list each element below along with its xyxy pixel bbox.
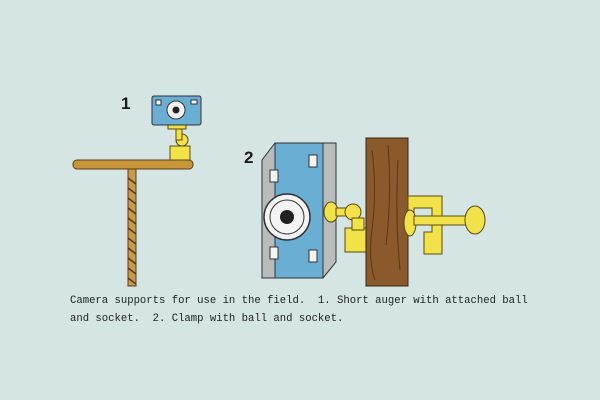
auger-shaft [127, 167, 137, 287]
camera-large [261, 142, 337, 279]
ball-socket-1 [167, 123, 191, 161]
caption-line-1: Camera supports for use in the field. 1.… [70, 295, 528, 307]
auger-support-figure [72, 95, 202, 287]
wooden-post [365, 137, 409, 287]
ball-socket-2 [323, 201, 368, 253]
caption: Camera supports for use in the field. 1.… [70, 292, 528, 328]
figure-label-1: 1 [121, 94, 130, 113]
plank [72, 159, 194, 170]
figure-label-2: 2 [244, 148, 253, 167]
camera-small [151, 95, 202, 126]
c-clamp [403, 195, 486, 255]
caption-line-2: and socket. 2. Clamp with ball and socke… [70, 313, 344, 325]
clamp-support-figure [261, 137, 486, 287]
